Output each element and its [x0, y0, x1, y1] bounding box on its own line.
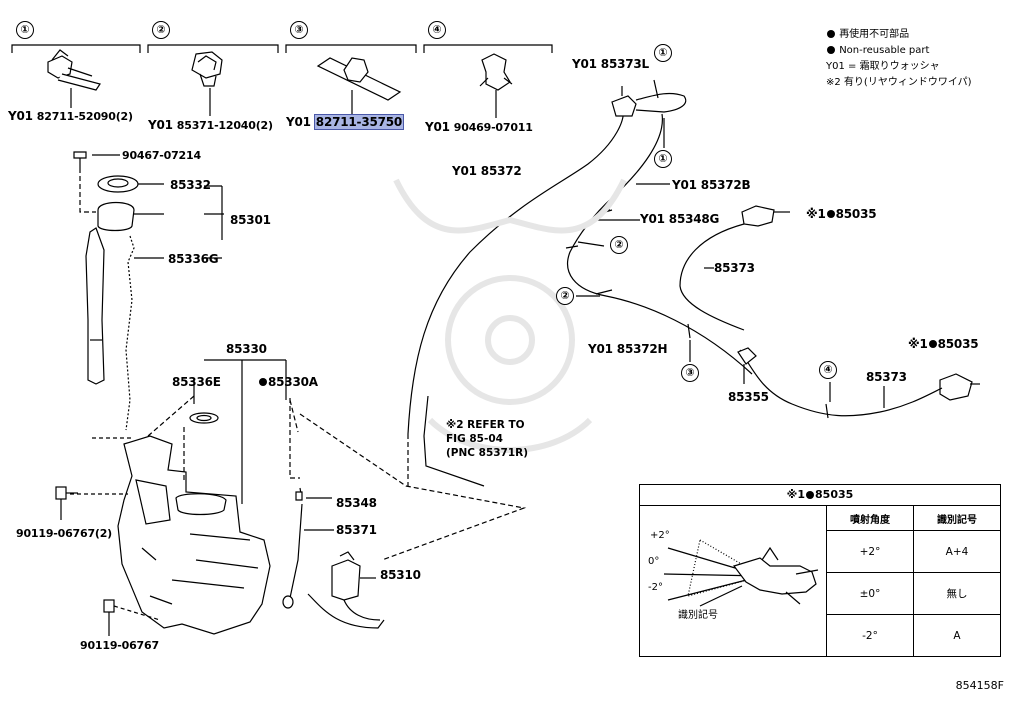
part-label-85336g[interactable]: 85336G — [168, 252, 219, 266]
leaders-callout-1 — [653, 79, 665, 148]
hose-clips — [565, 183, 691, 339]
callout-4: ④ — [819, 361, 837, 379]
fig-caption: 識別記号 — [678, 609, 718, 621]
part-label-85330a[interactable]: 85330A — [258, 375, 318, 389]
group-number-1: ① — [16, 21, 34, 39]
leader-85330a — [289, 398, 300, 479]
bracket-85301 — [204, 185, 224, 259]
part-label-85336e[interactable]: 85336E — [172, 375, 221, 389]
filler-cap-drawing — [73, 151, 164, 431]
group-number-4: ④ — [428, 21, 446, 39]
joint-85355-drawing — [737, 347, 757, 384]
callout-1-bottom: ① — [654, 150, 672, 168]
check-valve-85348 — [295, 491, 303, 501]
leaders-callouts-2-3 — [576, 241, 691, 362]
legend: 再使用不可部品 Non-reusable part Y01 = 霜取りウォッシャ… — [826, 27, 972, 91]
spec-col-angle: 噴射角度 — [826, 504, 914, 532]
group-bracket-2 — [147, 44, 279, 53]
nozzle-85035-upper-drawing — [741, 205, 790, 227]
figure-id: 854158F — [955, 679, 1004, 692]
bolt-dashed-leaders — [70, 437, 132, 495]
hose-85372-drawing — [407, 105, 624, 435]
part-label-85348[interactable]: 85348 — [336, 496, 377, 510]
clip-82711-35750-drawing — [316, 57, 402, 114]
clip-85371-12040-drawing — [191, 51, 223, 116]
nozzle-85035-lower-drawing — [939, 373, 980, 401]
legend-note-2: ※2 有り(リヤウィンドウワイパ) — [826, 77, 972, 88]
clip-4-marker — [825, 382, 831, 419]
hose-85373-lower — [739, 349, 943, 417]
dashed-hose-routing — [299, 413, 527, 561]
part-label-90119-06767[interactable]: 90119-06767 — [80, 639, 159, 652]
callout-2-upper: ② — [610, 236, 628, 254]
table-row: -2° A — [640, 614, 1001, 657]
part-label-85310[interactable]: 85310 — [380, 568, 421, 582]
hose-ref-85371r — [423, 395, 485, 487]
table-row: ±0° 無し — [640, 572, 1001, 616]
washer-pump-drawing — [307, 551, 385, 629]
group-bracket-1 — [11, 44, 141, 53]
filled-dot-icon — [827, 29, 835, 38]
part-label-85373-upper[interactable]: 85373 — [714, 261, 755, 275]
filled-dot-icon — [928, 340, 937, 348]
grommet-drawing — [282, 595, 294, 609]
group-number-2: ② — [152, 21, 170, 39]
washer-tank-drawing — [117, 412, 271, 635]
group-number-3: ③ — [290, 21, 308, 39]
nozzle-85373l-drawing — [611, 92, 687, 117]
clip-90469-07011-drawing — [479, 53, 513, 118]
refer-note[interactable]: ※2 REFER TO FIG 85-04 (PNC 85371R) — [446, 419, 529, 459]
filled-dot-icon — [259, 378, 267, 386]
watermark-crest — [393, 178, 627, 453]
part-label-85330[interactable]: 85330 — [226, 342, 267, 356]
legend-non-reusable-jp: 再使用不可部品 — [826, 27, 972, 43]
bolts-drawing — [55, 486, 161, 636]
legend-non-reusable-en: Non-reusable part — [826, 43, 972, 59]
hose-85371-drawing — [289, 487, 303, 599]
filled-dot-icon — [827, 45, 835, 54]
part-label-85355[interactable]: 85355 — [728, 390, 769, 404]
part-label-85373-lower[interactable]: 85373 — [866, 370, 907, 384]
spec-col-code: 識別記号 — [913, 504, 1001, 532]
fig-angle-plus: +2° — [650, 529, 670, 541]
callout-2-lower: ② — [556, 287, 574, 305]
part-label-85332[interactable]: 85332 — [170, 178, 211, 192]
group-bracket-4 — [423, 44, 553, 53]
group-bracket-3 — [285, 44, 417, 53]
callout-1-top: ① — [654, 44, 672, 62]
hose-85372b-drawing — [567, 113, 753, 375]
hose-85373-upper — [679, 223, 745, 331]
part-label-90467-07214[interactable]: 90467-07214 — [122, 149, 201, 162]
filled-dot-icon — [826, 210, 835, 218]
spec-figure-cell: +2° 0° -2° 識別記号 — [639, 504, 827, 658]
table-row: +2° A+4 — [640, 530, 1001, 574]
fig-angle-minus: -2° — [648, 581, 663, 593]
leaders-85348-85371 — [304, 497, 334, 531]
filled-dot-icon — [806, 490, 815, 499]
part-label-85301[interactable]: 85301 — [230, 213, 271, 227]
leader-dashed-tank — [147, 395, 195, 480]
legend-y01: Y01 = 霜取りウォッシャ — [826, 61, 940, 72]
part-label-90119-06767-2[interactable]: 90119-06767(2) — [16, 527, 113, 540]
callout-3: ③ — [681, 364, 699, 382]
fig-angle-zero: 0° — [648, 555, 660, 567]
part-label-85371[interactable]: 85371 — [336, 523, 377, 537]
leader-dashed-cap — [79, 168, 96, 213]
bracket-85330 — [204, 359, 287, 404]
clip-82711-52090-drawing — [47, 49, 101, 108]
